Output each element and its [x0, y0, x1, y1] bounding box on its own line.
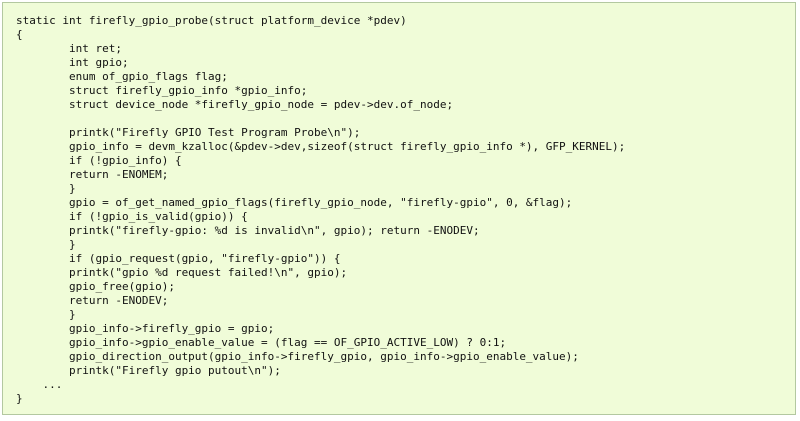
code-line: struct firefly_gpio_info *gpio_info; [16, 84, 308, 97]
code-line: gpio = of_get_named_gpio_flags(firefly_g… [16, 196, 573, 209]
code-line: gpio_info = devm_kzalloc(&pdev->dev,size… [16, 140, 626, 153]
code-block: static int firefly_gpio_probe(struct pla… [2, 2, 796, 415]
code-line: printk("firefly-gpio: %d is invalid\n", … [16, 224, 480, 237]
code-line: if (gpio_request(gpio, "firefly-gpio")) … [16, 252, 341, 265]
code-line: printk("Firefly gpio putout\n"); [16, 364, 281, 377]
code-line: } [16, 238, 76, 251]
code-line: ... [16, 378, 63, 391]
code-line: gpio_info->firefly_gpio = gpio; [16, 322, 275, 335]
code-line: return -ENOMEM; [16, 168, 169, 181]
code-line: gpio_info->gpio_enable_value = (flag == … [16, 336, 507, 349]
code-line: gpio_direction_output(gpio_info->firefly… [16, 350, 579, 363]
code-line: printk("Firefly GPIO Test Program Probe\… [16, 126, 361, 139]
code-line: struct device_node *firefly_gpio_node = … [16, 98, 454, 111]
code-line: } [16, 308, 76, 321]
code-line: static int firefly_gpio_probe(struct pla… [16, 14, 407, 27]
code-line: } [16, 392, 23, 405]
code-line: } [16, 182, 76, 195]
code-line: printk("gpio %d request failed!\n", gpio… [16, 266, 348, 279]
code-line: int ret; [16, 42, 122, 55]
code-line [16, 112, 795, 126]
code-line: enum of_gpio_flags flag; [16, 70, 228, 83]
code-line: if (!gpio_info) { [16, 154, 182, 167]
code-line: return -ENODEV; [16, 294, 169, 307]
code-line: { [16, 28, 23, 41]
code-line: int gpio; [16, 56, 129, 69]
code-line: if (!gpio_is_valid(gpio)) { [16, 210, 248, 223]
code-line: gpio_free(gpio); [16, 280, 175, 293]
